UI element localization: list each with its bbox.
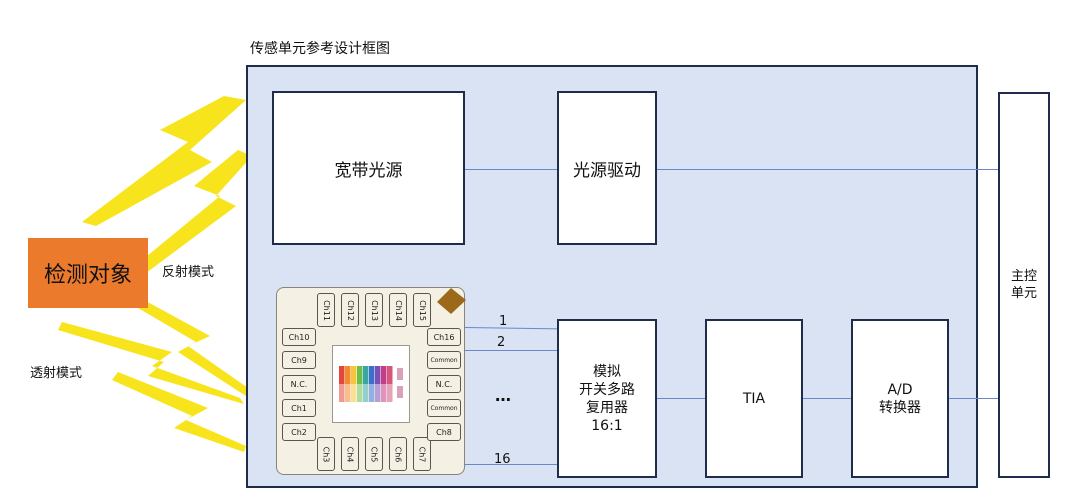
- wire-source-driver: [465, 169, 558, 170]
- chip-pin-top: Ch13: [365, 293, 383, 327]
- diagram-title: 传感单元参考设计框图: [250, 41, 390, 57]
- wire-driver-main: [657, 169, 999, 170]
- reflect-mode-label: 反射模式: [162, 265, 215, 280]
- chip-pin-top: Ch12: [341, 293, 359, 327]
- detect-target-label: 检测对象: [43, 263, 132, 288]
- filter-cell: [381, 366, 387, 384]
- adc-label-line2: 转换器: [879, 399, 921, 416]
- lightning-bolt-transmit-2: [138, 300, 248, 396]
- filter-pad: [397, 368, 403, 380]
- filter-pad: [397, 386, 403, 398]
- main-control-line2: 单元: [1010, 286, 1037, 301]
- chip-pin-bottom: Ch5: [365, 437, 383, 471]
- adc-label-line1: A/D: [887, 381, 913, 398]
- filter-cell: [357, 366, 363, 384]
- filter-cell: [345, 384, 351, 402]
- filter-cell: [375, 366, 381, 384]
- filter-cell: [381, 384, 387, 402]
- filter-cell: [351, 366, 357, 384]
- main-control-box: 主控 单元: [998, 92, 1050, 478]
- wire-adc-main: [948, 398, 999, 399]
- filter-cell: [369, 384, 375, 402]
- filter-cell: [339, 366, 345, 384]
- chip-sensor-window: [332, 345, 410, 423]
- filter-cell: [363, 384, 369, 402]
- lightning-bolt-transmit-3: [112, 372, 246, 452]
- chip-pin-bottom: Ch4: [341, 437, 359, 471]
- wire-ch2: [464, 350, 559, 351]
- detect-target-box: 检测对象: [28, 238, 148, 308]
- chip-pin-left: Ch9: [282, 351, 316, 369]
- mux-label-line1: 模拟: [593, 363, 621, 380]
- light-driver-label: 光源驱动: [573, 160, 641, 181]
- chip-pin-right: Common: [427, 351, 461, 369]
- filter-cell: [339, 384, 345, 402]
- chip-pin-bottom: Ch3: [317, 437, 335, 471]
- filter-cell: [351, 384, 357, 402]
- main-control-line1: 主控: [1010, 269, 1037, 284]
- chip-pin-top: Ch14: [389, 293, 407, 327]
- spectral-sensor-chip: Ch11 Ch12 Ch13 Ch14 Ch15 Ch3 Ch4 Ch5 Ch6…: [276, 287, 466, 475]
- mux-label-line4: 16:1: [591, 417, 623, 434]
- filter-array: [339, 366, 403, 402]
- filter-cell: [387, 384, 393, 402]
- channel-label-1: 1: [499, 314, 508, 329]
- chip-pin-top: Ch11: [317, 293, 335, 327]
- filter-cell: [387, 366, 393, 384]
- chip-pin-right: Ch16: [427, 328, 461, 346]
- wire-tia-adc: [802, 398, 852, 399]
- chip-pin-bottom: Ch6: [389, 437, 407, 471]
- chip-pin-right: N.C.: [427, 375, 461, 393]
- chip-pin-left: Ch2: [282, 423, 316, 441]
- channel-label-16: 16: [494, 452, 511, 467]
- wire-mux-tia: [657, 398, 706, 399]
- wire-ch16: [464, 464, 559, 465]
- broadband-source-label: 宽带光源: [334, 160, 403, 181]
- chip-pin-left: N.C.: [282, 375, 316, 393]
- lightning-bolt-reflect-2: [130, 150, 252, 276]
- light-driver-box: 光源驱动: [557, 91, 657, 245]
- chip-pin-right: Common: [427, 399, 461, 417]
- channel-ellipsis: …: [495, 386, 511, 405]
- tia-box: TIA: [705, 319, 803, 478]
- lightning-bolt-reflect-1: [82, 96, 246, 226]
- chip-pin-right: Ch8: [427, 423, 461, 441]
- lightning-bolt-transmit-1: [58, 322, 244, 404]
- mux-label-line3: 复用器: [586, 399, 628, 416]
- filter-cell: [345, 366, 351, 384]
- filter-cell: [375, 384, 381, 402]
- mux-box: 模拟 开关多路 复用器 16:1: [557, 319, 657, 478]
- mux-label-line2: 开关多路: [579, 381, 635, 398]
- filter-cell: [357, 384, 363, 402]
- filter-cell: [369, 366, 375, 384]
- channel-label-2: 2: [497, 335, 506, 350]
- chip-pin-left: Ch1: [282, 399, 316, 417]
- filter-cell: [363, 366, 369, 384]
- chip-pin-left: Ch10: [282, 328, 316, 346]
- transmit-mode-label: 透射模式: [30, 366, 83, 381]
- tia-label: TIA: [742, 390, 766, 407]
- chip-pin-bottom: Ch7: [413, 437, 431, 471]
- broadband-source-box: 宽带光源: [272, 91, 465, 245]
- chip-pin-top: Ch15: [413, 293, 431, 327]
- chip-orientation-marker: [437, 288, 466, 314]
- adc-box: A/D 转换器: [851, 319, 949, 478]
